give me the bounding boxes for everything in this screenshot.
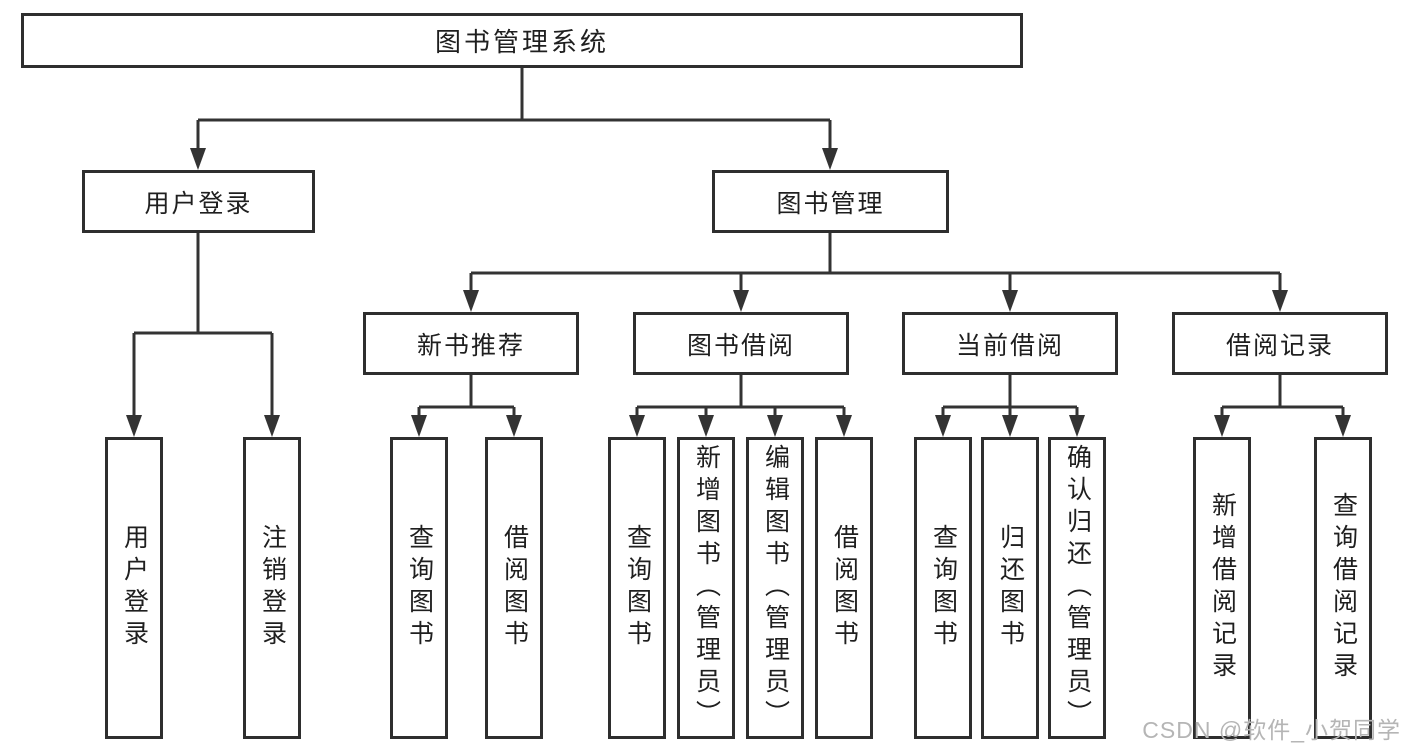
branch-book-management: 图书管理: [712, 170, 949, 233]
arrowhead-icon: [463, 290, 479, 312]
leaf-add-books-admin-label: 新增图书（管理员）: [692, 444, 721, 732]
group-book-borrow: 图书借阅: [633, 312, 849, 375]
node-root: 图书管理系统: [21, 13, 1023, 68]
leaf-borrow-books: 借阅图书: [815, 437, 873, 739]
node-root-label: 图书管理系统: [434, 27, 609, 57]
branch-user-login-label: 用户登录: [144, 189, 253, 218]
leaf-return-books: 归还图书: [981, 437, 1039, 739]
leaf-add-books-admin: 新增图书（管理员）: [677, 437, 735, 739]
group-current-borrow: 当前借阅: [902, 312, 1118, 375]
leaf-borrow-query-books-label: 查询图书: [623, 524, 652, 652]
leaf-recommend-borrow-books-label: 借阅图书: [500, 524, 529, 652]
arrowhead-icon: [1002, 290, 1018, 312]
arrowhead-icon: [1069, 415, 1085, 437]
leaf-edit-books-admin-label: 编辑图书（管理员）: [761, 444, 790, 732]
arrowhead-icon: [126, 415, 142, 437]
arrowhead-icon: [506, 415, 522, 437]
leaf-current-query-books: 查询图书: [914, 437, 972, 739]
arrowhead-icon: [264, 415, 280, 437]
leaf-confirm-return-admin: 确认归还（管理员）: [1048, 437, 1106, 739]
arrowhead-icon: [767, 415, 783, 437]
arrowhead-icon: [822, 148, 838, 170]
leaf-current-query-books-label: 查询图书: [929, 524, 958, 652]
leaf-confirm-return-admin-label: 确认归还（管理员）: [1063, 444, 1092, 732]
group-borrow-records: 借阅记录: [1172, 312, 1388, 375]
leaf-logout-label: 注销登录: [258, 524, 287, 652]
branch-book-management-label: 图书管理: [776, 189, 885, 218]
arrowhead-icon: [1335, 415, 1351, 437]
arrowhead-icon: [836, 415, 852, 437]
arrowhead-icon: [629, 415, 645, 437]
leaf-borrow-query-books: 查询图书: [608, 437, 666, 739]
leaf-query-borrow-record-label: 查询借阅记录: [1329, 492, 1358, 684]
leaf-recommend-query-books: 查询图书: [390, 437, 448, 739]
leaf-query-borrow-record: 查询借阅记录: [1314, 437, 1372, 739]
leaf-return-books-label: 归还图书: [996, 524, 1025, 652]
leaf-edit-books-admin: 编辑图书（管理员）: [746, 437, 804, 739]
group-new-book-recommend-label: 新书推荐: [416, 331, 525, 360]
leaf-user-login-label: 用户登录: [120, 524, 149, 652]
group-borrow-records-label: 借阅记录: [1225, 331, 1334, 360]
group-new-book-recommend: 新书推荐: [363, 312, 579, 375]
leaf-borrow-books-label: 借阅图书: [830, 524, 859, 652]
leaf-logout: 注销登录: [243, 437, 301, 739]
arrowhead-icon: [411, 415, 427, 437]
group-current-borrow-label: 当前借阅: [955, 331, 1064, 360]
arrowhead-icon: [1272, 290, 1288, 312]
leaf-user-login: 用户登录: [105, 437, 163, 739]
arrowhead-icon: [698, 415, 714, 437]
csdn-watermark: CSDN @软件_小贺同学: [1142, 717, 1401, 743]
leaf-add-borrow-record-label: 新增借阅记录: [1208, 492, 1237, 684]
branch-user-login: 用户登录: [82, 170, 315, 233]
arrowhead-icon: [190, 148, 206, 170]
arrowhead-icon: [1002, 415, 1018, 437]
arrowhead-icon: [1214, 415, 1230, 437]
arrowhead-icon: [935, 415, 951, 437]
leaf-recommend-borrow-books: 借阅图书: [485, 437, 543, 739]
leaf-recommend-query-books-label: 查询图书: [405, 524, 434, 652]
group-book-borrow-label: 图书借阅: [686, 331, 795, 360]
arrowhead-icon: [733, 290, 749, 312]
leaf-add-borrow-record: 新增借阅记录: [1193, 437, 1251, 739]
